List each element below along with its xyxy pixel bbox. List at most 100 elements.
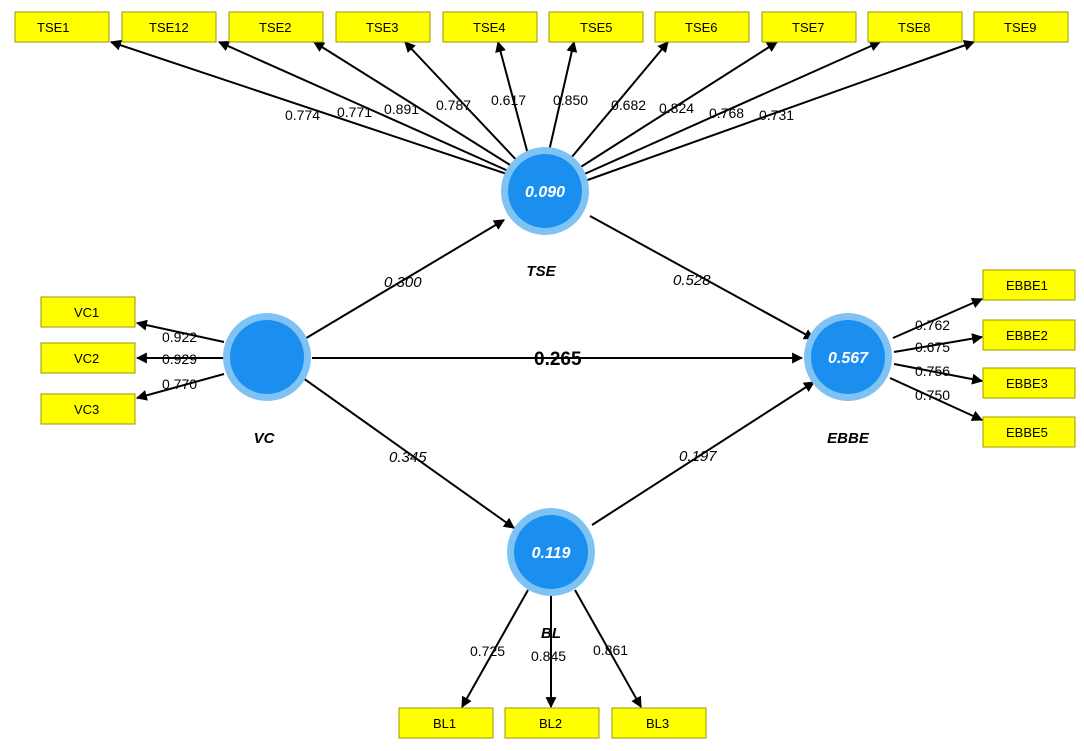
loading-vc3: 0.770	[162, 376, 197, 392]
indicator-label: TSE2	[259, 20, 292, 35]
indicator-ebbe5: EBBE5	[982, 416, 1076, 448]
indicator-tse5: TSE5	[548, 11, 644, 43]
loading-tse1: 0.774	[285, 107, 320, 123]
edge-vc-vc1	[135, 319, 225, 343]
path-vc-bl	[302, 377, 515, 529]
indicator-box	[548, 11, 644, 43]
edge-tse-tse3	[404, 41, 523, 167]
edge-tse-tse9	[581, 40, 976, 183]
coef-bl-ebbe: 0.197	[679, 448, 717, 465]
construct-tse: 0.090 TSE	[501, 147, 589, 280]
edge-ebbe-ebbe1	[892, 297, 984, 339]
indicator-label: TSE4	[473, 20, 506, 35]
loading-tse2: 0.891	[384, 101, 419, 117]
edge-ebbe-ebbe5	[889, 377, 984, 421]
tse-loading-edges	[109, 39, 976, 183]
indicator-box	[982, 416, 1076, 448]
indicator-label: TSE8	[898, 20, 931, 35]
indicator-box	[228, 11, 324, 43]
indicator-tse2: TSE2	[228, 11, 324, 43]
construct-circle	[514, 515, 588, 589]
construct-circle	[230, 320, 304, 394]
loading-vc2: 0.929	[162, 351, 197, 367]
indicator-label: BL2	[539, 716, 562, 731]
indicator-ebbe1: EBBE1	[982, 269, 1076, 301]
edge-tse-tse5	[546, 40, 578, 161]
indicator-bl3: BL3	[611, 707, 707, 739]
indicator-box	[14, 11, 110, 43]
loading-tse5: 0.850	[553, 92, 588, 108]
edge-tse-tse12	[217, 41, 516, 175]
loading-vc1: 0.922	[162, 329, 197, 345]
construct-circle	[508, 154, 582, 228]
indicator-label: TSE9	[1004, 20, 1037, 35]
indicator-tse3: TSE3	[335, 11, 431, 43]
coef-vc-bl: 0.345	[389, 449, 427, 466]
indicator-bl1: BL1	[398, 707, 494, 739]
loading-ebbe1: 0.762	[915, 317, 950, 333]
loading-tse4: 0.617	[491, 92, 526, 108]
construct-circle	[811, 320, 885, 394]
indicator-label: EBBE1	[1006, 278, 1048, 293]
edge-tse-tse6	[565, 41, 669, 165]
edge-tse-tse7	[575, 41, 778, 171]
construct-label: EBBE	[827, 430, 870, 447]
indicator-label: TSE1	[37, 20, 70, 35]
indicator-ebbe3: EBBE3	[982, 367, 1076, 399]
construct-ebbe: 0.567 EBBE	[804, 313, 892, 447]
indicator-box	[398, 707, 494, 739]
loading-ebbe2: 0.675	[915, 339, 950, 355]
indicator-label: EBBE5	[1006, 425, 1048, 440]
indicator-tse1: TSE1	[14, 11, 110, 43]
edge-bl-bl1	[461, 589, 529, 708]
indicator-box	[982, 269, 1076, 301]
indicator-box	[654, 11, 750, 43]
path-vc-tse	[302, 219, 505, 341]
indicator-box	[761, 11, 857, 43]
indicator-label: EBBE2	[1006, 328, 1048, 343]
indicator-tse6: TSE6	[654, 11, 750, 43]
edge-tse-tse2	[313, 41, 519, 171]
indicator-label: VC2	[74, 351, 99, 366]
indicator-ebbe2: EBBE2	[982, 319, 1076, 351]
indicator-label: EBBE3	[1006, 376, 1048, 391]
indicator-label: TSE5	[580, 20, 613, 35]
indicator-box	[867, 11, 963, 43]
loading-ebbe3: 0.756	[915, 363, 950, 379]
indicator-box	[40, 393, 136, 425]
loading-tse7: 0.824	[659, 100, 694, 116]
indicator-label: TSE12	[149, 20, 189, 35]
loading-labels: 0.774 0.771 0.891 0.787 0.617 0.850 0.68…	[162, 92, 950, 664]
construct-label: BL	[541, 625, 561, 642]
indicator-box	[982, 367, 1076, 399]
edge-tse-tse1	[109, 39, 514, 177]
ebbe-indicators: EBBE1 EBBE2 EBBE3 EBBE5	[982, 269, 1076, 448]
loading-tse6: 0.682	[611, 97, 646, 113]
edge-ebbe-ebbe3	[893, 363, 984, 385]
coef-vc-tse: 0.300	[384, 274, 422, 291]
indicator-box	[504, 707, 600, 739]
coef-vc-ebbe: 0.265	[534, 349, 582, 370]
indicator-label: TSE7	[792, 20, 825, 35]
edge-tse-tse4	[495, 40, 531, 163]
coef-tse-ebbe: 0.528	[673, 272, 711, 289]
indicator-tse7: TSE7	[761, 11, 857, 43]
edge-vc-vc3	[135, 373, 225, 401]
construct-r2-value: 0.567	[828, 350, 869, 367]
indicator-tse12: TSE12	[121, 11, 217, 43]
indicator-box	[40, 296, 136, 328]
structural-path-edges	[302, 215, 815, 529]
indicator-tse4: TSE4	[442, 11, 538, 43]
loading-tse12: 0.771	[337, 104, 372, 120]
loading-ebbe5: 0.750	[915, 387, 950, 403]
loading-bl2: 0.845	[531, 648, 566, 664]
construct-vc: VC	[223, 313, 311, 447]
indicator-box	[611, 707, 707, 739]
edge-tse-tse8	[579, 41, 882, 177]
construct-label: TSE	[526, 263, 556, 280]
indicator-box	[442, 11, 538, 43]
indicator-label: VC3	[74, 402, 99, 417]
indicator-vc2: VC2	[40, 342, 136, 374]
indicator-tse9: TSE9	[973, 11, 1069, 43]
